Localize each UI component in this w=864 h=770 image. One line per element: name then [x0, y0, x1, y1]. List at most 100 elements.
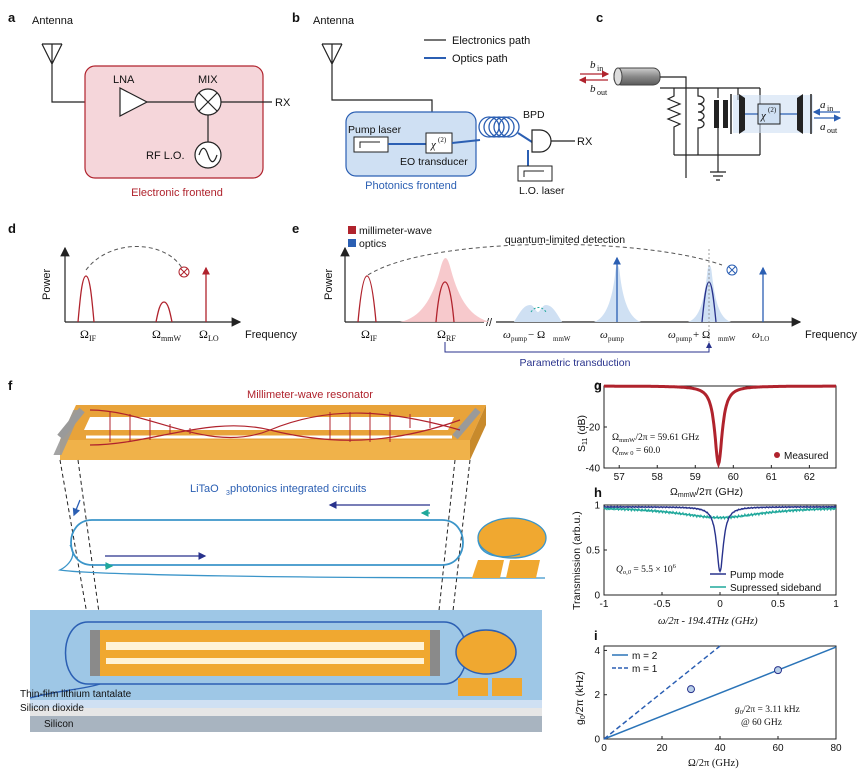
- h-ann-rest: = 5.5 × 10: [631, 565, 673, 575]
- h-xtick-label: 0: [717, 599, 723, 610]
- i-points: [687, 666, 782, 694]
- b-in-label: b: [590, 59, 596, 71]
- i-ylabel-sub: 0: [580, 715, 587, 719]
- g-ytick-label: -20: [586, 423, 601, 434]
- e-upper-op: + Ω: [693, 329, 710, 341]
- legend-electronics-path: Electronics path: [452, 35, 530, 47]
- panel-f: f Millimeter-wave resonator LiTaO 3 phot…: [8, 378, 547, 732]
- e-pump-w-sub: pump: [608, 335, 624, 343]
- d-mmw-sub: mmW: [161, 334, 181, 343]
- h-ann-exp: 6: [673, 563, 677, 570]
- h-xtick-label: 0.5: [771, 599, 785, 610]
- g-xtick-label: 62: [804, 472, 816, 483]
- h-xtick-label: 1: [833, 599, 839, 610]
- b-out-label: b: [590, 83, 596, 95]
- layer-tflt-label: Thin-film lithium tantalate: [20, 689, 132, 700]
- panel-b: b Antenna Electronics path Optics path P…: [292, 10, 593, 197]
- g-xtick-label: 58: [652, 472, 664, 483]
- i-xtick-label: 40: [714, 743, 726, 754]
- lna-label: LNA: [113, 74, 135, 86]
- panel-a-letter: a: [8, 10, 16, 25]
- i-ylabel: g0/2π (kHz): [574, 671, 587, 725]
- h-ytick-label: 0.5: [586, 546, 600, 557]
- g-xlabel-a: Ω: [670, 486, 678, 498]
- g-ylabel: S11 (dB): [576, 415, 589, 452]
- litao-label-main: LiTaO: [190, 483, 219, 495]
- panel-d: d Power Frequency Ω IF Ω mmW Ω LO: [8, 221, 297, 343]
- i-xlabel: Ω/2π (GHz): [688, 758, 739, 769]
- eo-transducer-chip: χ (2): [425, 132, 453, 154]
- i-ytick-label: 2: [594, 690, 600, 701]
- e-lower-op: − Ω: [528, 329, 545, 341]
- panel-e-ylabel: Power: [323, 268, 335, 300]
- e-lo-label: ω: [752, 329, 760, 341]
- b-out-sub: out: [597, 88, 608, 97]
- h-legend-pump: Pump mode: [730, 570, 784, 581]
- g-xtick-label: 59: [690, 472, 702, 483]
- lo-laser-label: L.O. laser: [519, 185, 565, 197]
- panel-h-letter: h: [594, 485, 602, 500]
- i-m1-line: [603, 645, 721, 740]
- d-lo-label: Ω: [199, 327, 208, 341]
- h-ann-sub: o,0: [623, 569, 632, 576]
- i-m2-line: [603, 646, 837, 740]
- chip-stack: [29, 610, 542, 732]
- h-ylabel: Transmission (arb.u.): [571, 511, 583, 610]
- g-legend-marker: [774, 452, 780, 458]
- g-ylabel-main: S: [576, 445, 588, 452]
- e-if-sub: IF: [370, 334, 378, 343]
- axis-break-mark: //: [486, 317, 493, 329]
- g-annotation-2: Qmw 0 = 60.0: [612, 446, 660, 457]
- h-pump-curve: [603, 505, 837, 573]
- fiber-coil-icon: [451, 116, 533, 144]
- b-in-sub: in: [597, 64, 603, 73]
- g-xlabel: ΩmmW/2π (GHz): [670, 486, 743, 499]
- mixer-symbol-d: [178, 266, 190, 278]
- pump-laser-label: Pump laser: [348, 124, 402, 136]
- g-xtick-label: 61: [766, 472, 778, 483]
- a-out-label: a: [820, 121, 826, 133]
- g-xtick-label: 57: [614, 472, 626, 483]
- i-ann1-main: g: [735, 705, 740, 715]
- litao-label-rest: photonics integrated circuits: [230, 483, 367, 495]
- mixer-symbol-e: [726, 264, 738, 276]
- a-in-sub: in: [827, 104, 833, 113]
- h-xtick-label: -0.5: [653, 599, 671, 610]
- h-sideband-curve: [603, 506, 837, 521]
- c-chi-sup: (2): [768, 106, 777, 114]
- rf-lorentzian-fill: [400, 258, 491, 322]
- i-xtick-label: 0: [601, 743, 607, 754]
- g-legend-label: Measured: [784, 451, 828, 462]
- cavity-mirror-right: [797, 94, 812, 134]
- panel-b-letter: b: [292, 10, 300, 25]
- panel-e-xlabel: Frequency: [805, 329, 857, 341]
- legend-optics-label: optics: [359, 238, 386, 250]
- panel-d-xlabel: Frequency: [245, 329, 297, 341]
- eo-chi-sup: (2): [438, 136, 447, 144]
- h-ytick-label: 1: [594, 501, 600, 512]
- rf-peak: [435, 281, 455, 323]
- panel-b-rx-label: RX: [577, 136, 593, 148]
- i-ann1-sub: 0: [740, 709, 743, 716]
- g-measured-curve: [604, 384, 836, 469]
- i-ann1-rest: /2π = 3.11 kHz: [743, 705, 800, 715]
- g-ann1-rest: /2π = 59.61 GHz: [635, 433, 699, 443]
- e-pump-w: ω: [600, 329, 608, 341]
- bpd-label: BPD: [523, 109, 545, 121]
- e-rf-label: Ω: [437, 327, 446, 341]
- g-ann2-main: Q: [612, 446, 619, 456]
- g-xlabel-sub: mmW: [678, 492, 697, 499]
- bpd-detector-icon: [531, 129, 552, 153]
- eo-chi-symbol: χ: [430, 139, 437, 151]
- lo-laser-icon: [517, 165, 553, 182]
- qld-label: quantum-limited detection: [505, 234, 625, 246]
- legend-mmw-swatch: [348, 226, 356, 234]
- g-annotation-1: ΩmmW/2π = 59.61 GHz: [612, 433, 699, 444]
- i-data-point: [774, 666, 782, 675]
- e-upper-op-sub: mmW: [718, 335, 736, 343]
- layer-sio2-label: Silicon dioxide: [20, 703, 84, 714]
- h-legend-side: Supressed sideband: [730, 583, 821, 594]
